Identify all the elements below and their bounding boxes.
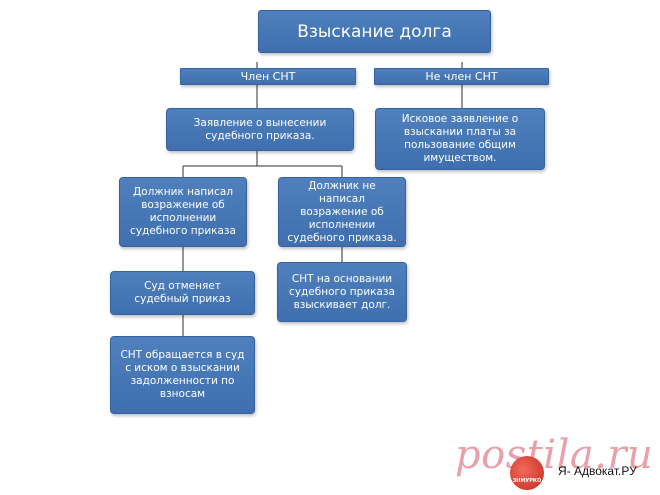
court-order-application-box: Заявление о вынесении судебного приказа. bbox=[166, 108, 354, 151]
nonmember-branch-label: Не член СНТ bbox=[374, 68, 549, 85]
court-order-application-text: Заявление о вынесении судебного приказа. bbox=[193, 116, 327, 142]
court-cancels-order-text: Суд отменяет судебный приказ bbox=[134, 280, 231, 305]
member-branch-label: Член СНТ bbox=[180, 68, 356, 85]
snt-goes-to-court-text: СНТ обращается в суд с иском о взыскании… bbox=[120, 349, 245, 400]
debtor-not-objected-box: Должник не написал возражение об исполне… bbox=[278, 177, 406, 247]
snt-collects-debt-box: СНТ на основании судебного приказа взыск… bbox=[277, 262, 407, 322]
debtor-objected-text: Должник написал возражение об исполнении… bbox=[130, 186, 236, 237]
nonmember-claim-text: Исковое заявление о взыскании платы за п… bbox=[401, 113, 519, 164]
court-cancels-order-box: Суд отменяет судебный приказ bbox=[110, 271, 255, 315]
debtor-objected-box: Должник написал возражение об исполнении… bbox=[119, 177, 247, 247]
postila-watermark: postila.ru bbox=[455, 432, 654, 478]
nonmember-branch-text: Не член СНТ bbox=[425, 70, 498, 83]
diagram-title-text: Взыскание долга bbox=[297, 21, 452, 42]
lawyer-logo-badge: ЗНМУРКО bbox=[510, 456, 544, 490]
lawyer-logo-badge-text: ЗНМУРКО bbox=[512, 478, 542, 484]
member-branch-text: Член СНТ bbox=[240, 70, 296, 83]
site-watermark: Я- Адвокат.РУ bbox=[558, 464, 637, 478]
nonmember-claim-box: Исковое заявление о взыскании платы за п… bbox=[375, 108, 545, 170]
snt-goes-to-court-box: СНТ обращается в суд с иском о взыскании… bbox=[110, 336, 255, 414]
debtor-not-objected-text: Должник не написал возражение об исполне… bbox=[287, 179, 397, 244]
diagram-title: Взыскание долга bbox=[258, 10, 491, 53]
snt-collects-debt-text: СНТ на основании судебного приказа взыск… bbox=[289, 272, 395, 311]
